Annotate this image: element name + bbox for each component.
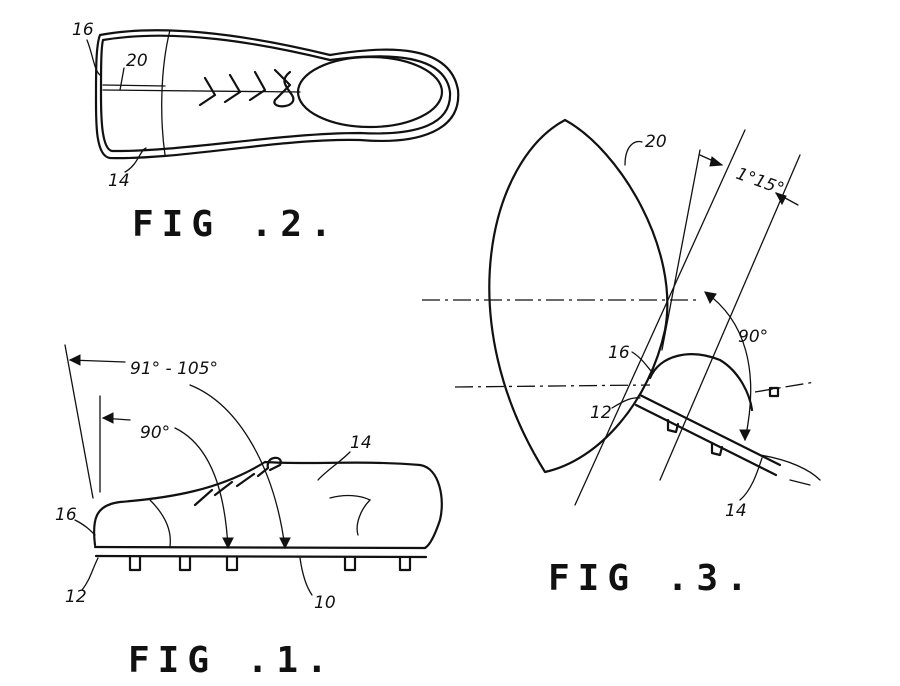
fig1-lead-12 [81, 557, 99, 591]
fig3-shoe-sole-top [638, 393, 782, 467]
fig3-ball [488, 118, 669, 474]
fig1-lead-14 [317, 451, 351, 481]
fig2-center-line [102, 89, 301, 93]
fig3-caption: FIG .3. [548, 558, 756, 599]
fig3-arrowhead-left [709, 156, 724, 167]
fig3-ball-and-shoe: 20 1°15° 90° 16 12 14 [422, 118, 821, 521]
fig3-arc-90 [704, 291, 752, 441]
fig2-toe-cap-line [161, 29, 171, 156]
fig1-lead-10 [299, 557, 313, 596]
fig1-cleat-4 [343, 555, 357, 572]
fig3-shoe-axis [754, 381, 816, 393]
fig2-heel-line [102, 84, 166, 87]
fig2-outer-outline [94, 29, 460, 160]
fig1-ref-14: 14 [350, 433, 372, 453]
fig2-lead-20 [119, 67, 125, 91]
fig1-ref-12: 12 [65, 587, 87, 607]
fig2-ref-20: 20 [126, 51, 148, 71]
fig1-cleat-2 [178, 555, 192, 572]
fig1-arrowhead-range [68, 354, 81, 366]
fig1-arrowhead-range-end [279, 537, 291, 550]
fig1-caption: FIG .1. [128, 640, 336, 681]
fig2-laces [198, 68, 295, 108]
fig3-shoe-ground-lines [759, 454, 821, 486]
fig1-arc-90 [174, 427, 229, 549]
fig2-lead-16 [86, 39, 101, 76]
fig3-angle-small: 1°15° [733, 164, 786, 200]
fig3-arrowhead-right [774, 192, 787, 206]
fig1-cleat-5 [398, 555, 412, 572]
fig2-ref-14: 14 [108, 171, 130, 191]
fig3-ref-line-c [661, 149, 701, 351]
fig1-angle-90: 90° [140, 423, 170, 443]
fig1-side-detail [329, 494, 372, 536]
fig3-ref-16: 16 [608, 343, 630, 363]
fig1-ref-16: 16 [55, 505, 77, 525]
fig1-sole-top [93, 545, 427, 550]
fig1-arc-range [189, 384, 286, 549]
fig3-lead-14 [739, 457, 763, 501]
fig2-caption: FIG .2. [132, 204, 340, 245]
fig3-shoe-upper [648, 353, 754, 412]
fig3-ref-14: 14 [725, 501, 747, 521]
fig2-shoe-top-view: 16 20 14 [72, 20, 460, 191]
fig2-opening [296, 55, 444, 129]
fig1-arrowhead-90-end [222, 537, 234, 550]
fig3-shoe-sole-bottom [634, 403, 778, 477]
fig3-cleat-2 [710, 441, 724, 457]
fig1-laces [193, 456, 282, 507]
fig3-lead-16 [631, 351, 653, 373]
fig3-lead-12 [611, 397, 641, 409]
fig3-ref-20: 20 [645, 132, 667, 152]
fig3-ball-axis-lower [454, 384, 651, 388]
fig2-ref-16: 16 [72, 20, 94, 40]
fig3-stud-right [768, 386, 780, 398]
fig1-lead-16 [74, 519, 96, 536]
fig2-inner-outline [99, 34, 452, 153]
fig1-toe-cap-line [149, 499, 171, 547]
fig3-arrow-90-bottom [739, 429, 751, 442]
fig3-lead-20 [624, 140, 643, 166]
fig1-arrowhead-90 [101, 412, 114, 424]
fig3-ref-line-a [574, 129, 746, 506]
fig2-lead-14 [124, 147, 147, 173]
fig1-vertical-ref-tilted [64, 344, 94, 499]
fig1-cleat-1 [128, 555, 142, 572]
fig3-angle-90: 90° [738, 327, 768, 347]
fig1-ref-10: 10 [314, 593, 336, 613]
fig3-cleat-1 [666, 418, 680, 434]
fig1-angle-range: 91° - 105° [130, 359, 218, 379]
fig1-cleat-3 [225, 555, 239, 572]
fig1-upper-outline [92, 460, 443, 550]
fig3-ref-12: 12 [590, 403, 612, 423]
fig1-shoe-side-view: 91° - 105° 90° 16 12 14 10 [55, 344, 443, 613]
fig1-sole-bottom [94, 554, 428, 559]
fig3-arrow-90-top [704, 291, 717, 305]
